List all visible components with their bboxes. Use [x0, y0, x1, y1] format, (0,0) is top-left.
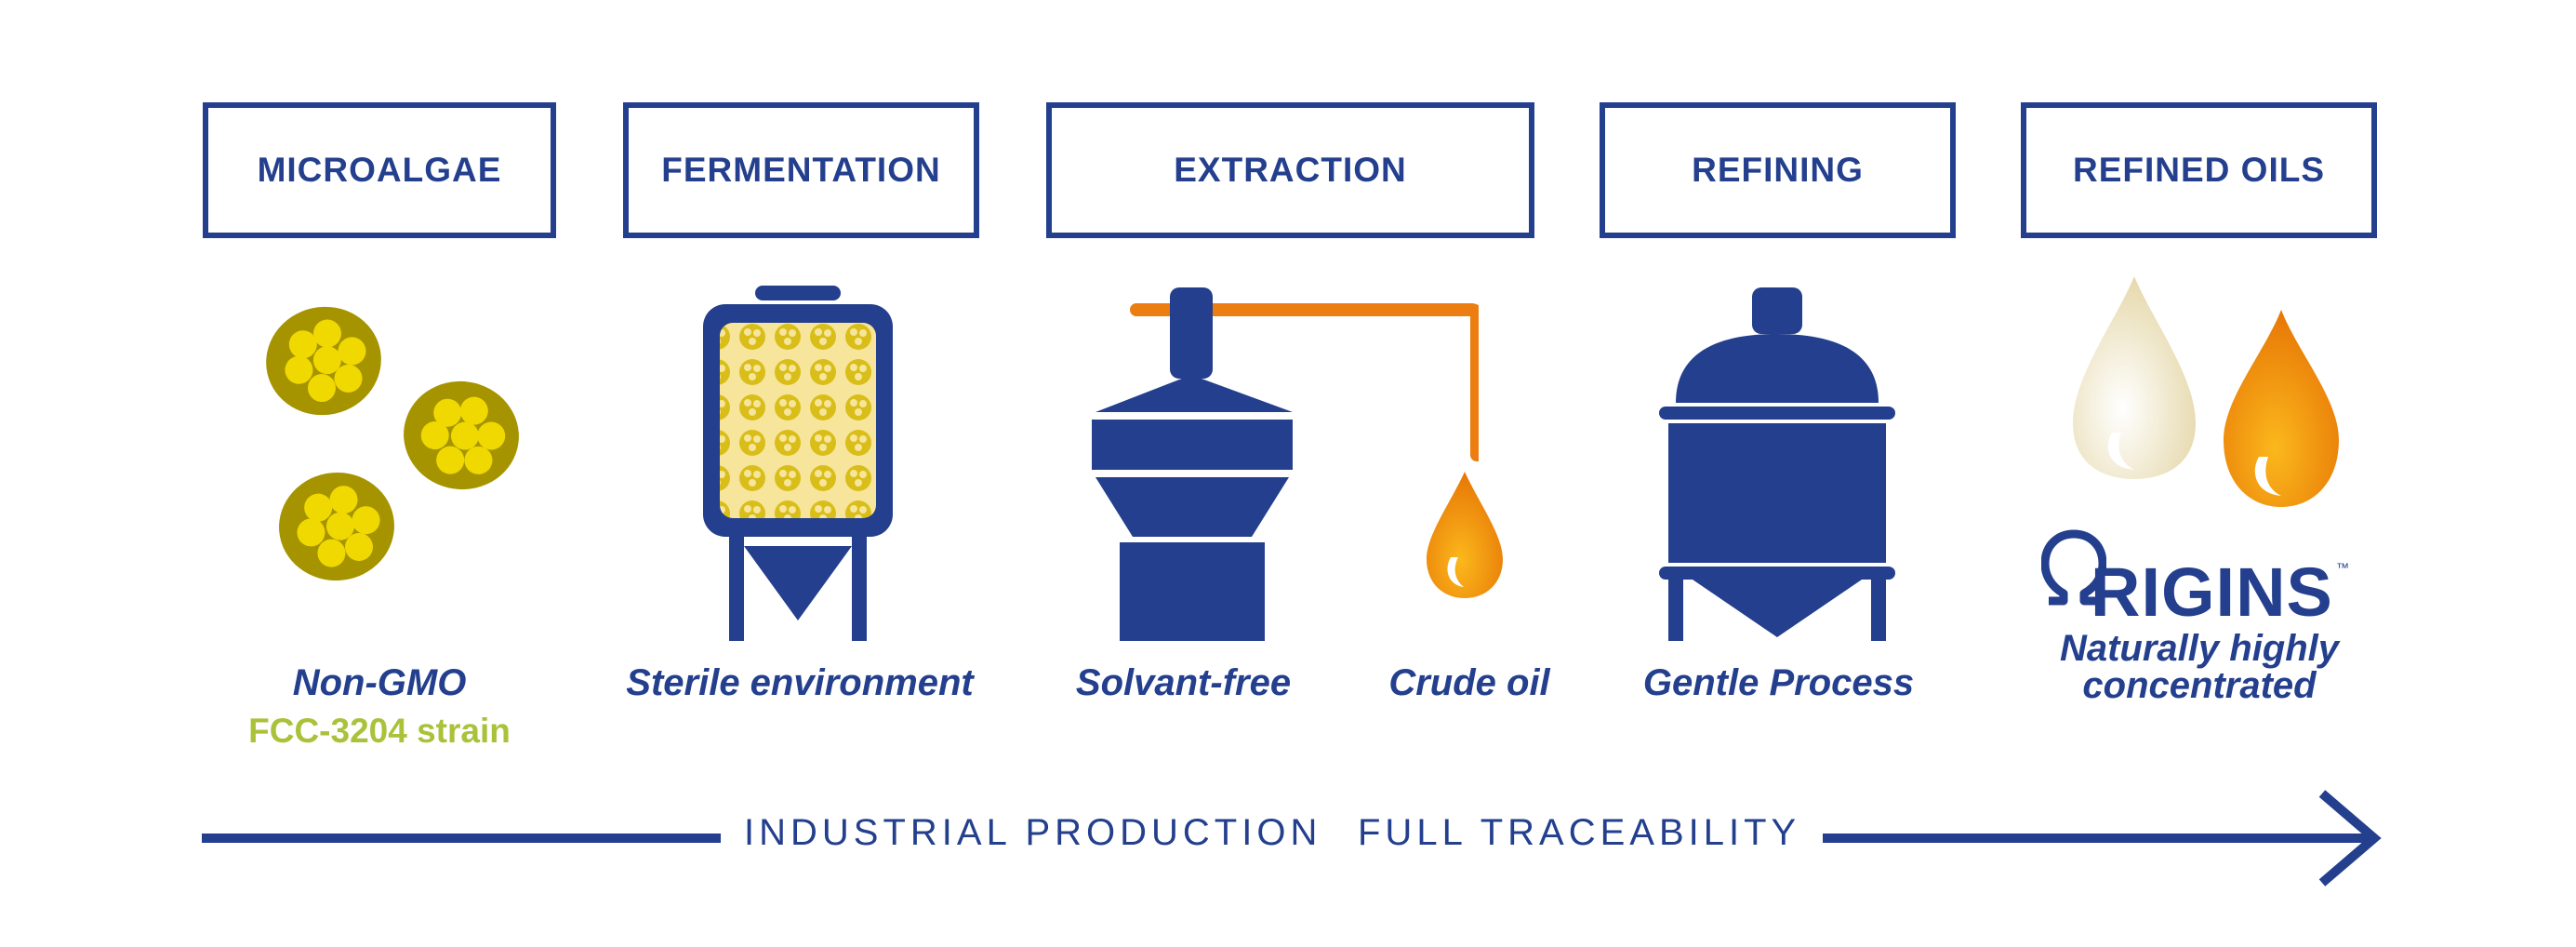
- stage-label-fermentation: FERMENTATION: [661, 151, 941, 189]
- caption-solvant-free: Solvant-free: [1075, 662, 1292, 703]
- caption-concentrated: concentrated: [2082, 665, 2317, 706]
- refining-tank-icon: [1659, 287, 1895, 641]
- fermenter-tank-icon: [703, 286, 893, 641]
- caption-crude-oil: Crude oil: [1388, 662, 1550, 703]
- omega-logo-icon: [2041, 529, 2106, 606]
- arrow-right-icon: [202, 790, 2382, 887]
- caption-strain: FCC-3204 strain: [248, 712, 511, 750]
- distillation-still-icon: [1092, 287, 1479, 641]
- full-traceability-label: FULL TRACEABILITY: [1358, 812, 1801, 853]
- stage-label-refined-oils: REFINED OILS: [2072, 151, 2326, 189]
- stage-label-extraction: EXTRACTION: [1174, 151, 1407, 189]
- brand-name: RIGINS: [2091, 554, 2333, 631]
- caption-naturally-highly: Naturally highly: [2059, 628, 2340, 669]
- stage-box-refined-oils: REFINED OILS: [2021, 102, 2377, 238]
- caption-gentle-process: Gentle Process: [1642, 662, 1915, 703]
- industrial-production-label: INDUSTRIAL PRODUCTION: [744, 812, 1322, 853]
- stage-box-microalgae: MICROALGAE: [203, 102, 556, 238]
- refined-oil-drops-icon: [2073, 276, 2339, 507]
- stage-label-microalgae: MICROALGAE: [257, 151, 502, 189]
- stage-box-fermentation: FERMENTATION: [623, 102, 979, 238]
- brand-trademark: ™: [2336, 560, 2349, 575]
- oil-drop-icon: [1427, 472, 1503, 598]
- caption-sterile-environment: Sterile environment: [626, 662, 974, 703]
- microalgae-cells-icon: [256, 298, 526, 586]
- stage-box-refining: REFINING: [1600, 102, 1956, 238]
- stage-label-refining: REFINING: [1692, 151, 1864, 189]
- stage-box-extraction: EXTRACTION: [1046, 102, 1534, 238]
- caption-non-gmo: Non-GMO: [292, 662, 467, 703]
